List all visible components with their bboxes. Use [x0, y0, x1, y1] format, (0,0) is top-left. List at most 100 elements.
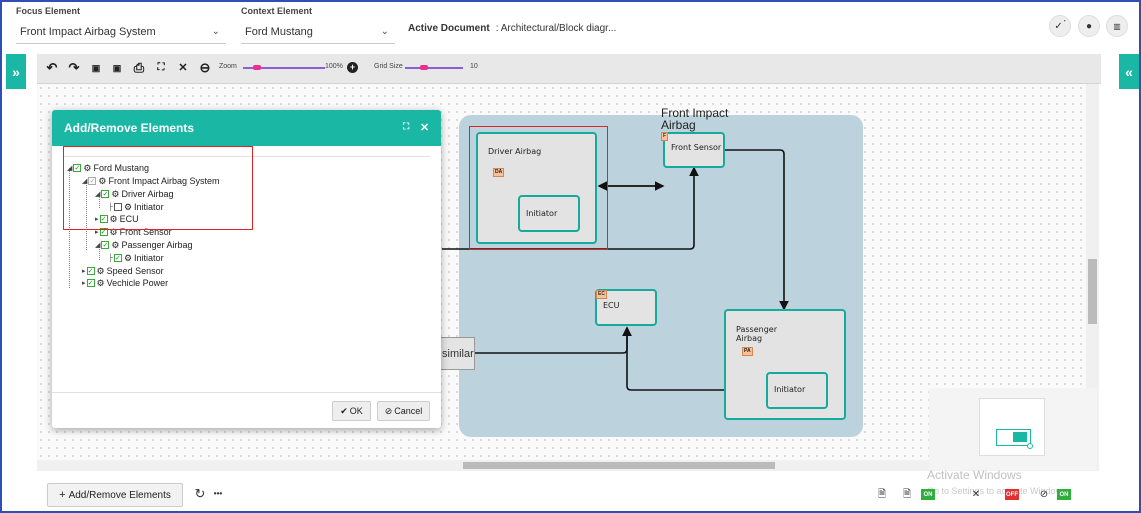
- cancel-label: Cancel: [394, 406, 423, 416]
- expand-right-panel-button[interactable]: «: [1119, 54, 1139, 89]
- refresh-icon[interactable]: ↻: [194, 486, 206, 501]
- bottom-bar: [4, 472, 1139, 511]
- vertical-scrollbar[interactable]: [1086, 84, 1099, 471]
- redo-icon[interactable]: ↷: [68, 60, 80, 75]
- tree-item-label: Driver Airbag: [121, 189, 174, 199]
- passenger-initiator-block[interactable]: Initiator: [766, 372, 828, 409]
- feedback-icon-button[interactable]: ✓ ́: [1049, 15, 1071, 37]
- focus-element-label: Focus Element: [16, 6, 81, 16]
- component-icon: ⚙: [109, 213, 118, 224]
- component-icon: ⚙: [123, 252, 133, 263]
- undo-icon[interactable]: ↶: [46, 60, 58, 75]
- expand-arrow-icon[interactable]: ▸: [82, 268, 86, 275]
- toggle-off[interactable]: OFF: [1005, 489, 1019, 500]
- ok-button[interactable]: ✔OK: [332, 401, 371, 421]
- close-icon[interactable]: ✕: [420, 122, 430, 134]
- check-icon: ✔: [340, 405, 348, 416]
- grid-size-slider[interactable]: [405, 67, 463, 69]
- expand-arrow-icon[interactable]: ▸: [82, 280, 86, 287]
- expand-left-panel-button[interactable]: »: [6, 54, 26, 89]
- checkbox-unchecked[interactable]: [113, 203, 122, 211]
- tree-item-passenger-airbag[interactable]: ◢✓⚙Passenger Airbag: [95, 239, 193, 251]
- tree-item-vehicle-power[interactable]: ▸✓⚙Vechicle Power: [82, 277, 168, 289]
- tree-item-ford-mustang[interactable]: ◢✓⚙Ford Mustang: [67, 162, 149, 174]
- active-document: Active Document: Architectural/Block dia…: [408, 23, 616, 34]
- more-options-button[interactable]: •••: [211, 487, 225, 501]
- component-icon: ⚙: [96, 265, 105, 276]
- minimap-resize-handle[interactable]: [1027, 443, 1033, 449]
- toggle-on[interactable]: ON: [921, 489, 935, 500]
- tree-item-driver-airbag[interactable]: ◢✓⚙Driver Airbag: [95, 188, 174, 200]
- front-sensor-block[interactable]: Front Sensor: [663, 132, 725, 168]
- driver-airbag-highlight: [469, 126, 608, 250]
- dialog-title: Add/Remove Elements: [64, 121, 195, 135]
- print-icon[interactable]: ⎙: [133, 60, 145, 75]
- checkbox-checked[interactable]: ✓: [86, 267, 95, 275]
- tree-item-label: Front Impact Airbag System: [108, 176, 220, 186]
- component-icon: ⚙: [83, 162, 92, 173]
- checkbox-checked[interactable]: ✓: [86, 279, 95, 287]
- component-icon: ⚙: [123, 201, 133, 212]
- document-icon[interactable]: 🗎: [877, 489, 887, 500]
- horizontal-scroll-thumb[interactable]: [463, 462, 775, 469]
- checkbox-checked[interactable]: ✓: [101, 241, 110, 249]
- export-svg-icon[interactable]: ▣: [112, 63, 122, 73]
- tree-item-front-impact-airbag-system[interactable]: ◢✓⚙Front Impact Airbag System: [82, 175, 220, 187]
- tree-item-ecu[interactable]: ▸✓⚙ECU: [95, 213, 139, 225]
- horizontal-scrollbar[interactable]: [37, 460, 1086, 471]
- zoom-value: 100%: [325, 63, 343, 70]
- passenger-airbag-line1: Passenger: [736, 325, 777, 334]
- context-element-select[interactable]: Ford Mustang ⌄: [241, 20, 395, 44]
- add-remove-elements-dialog: Add/Remove Elements ⛶ ✕ ◢✓⚙Ford Mustang …: [52, 110, 441, 428]
- zoom-slider-handle[interactable]: [253, 65, 261, 70]
- driver-airbag-tag: DA: [493, 168, 505, 177]
- collapse-icon[interactable]: ✕: [178, 62, 188, 74]
- crossed-arrows-icon[interactable]: ✕: [971, 489, 981, 500]
- more-label: •••: [213, 489, 223, 498]
- grid-size-slider-handle[interactable]: [420, 65, 428, 70]
- component-icon: ⚙: [111, 239, 120, 250]
- tree-guide: [99, 246, 100, 260]
- checkbox-checked[interactable]: ✓: [101, 190, 110, 198]
- focus-element-select[interactable]: Front Impact Airbag System ⌄: [16, 20, 226, 44]
- tree-item-driver-initiator[interactable]: ├⚙Initiator: [108, 201, 164, 213]
- expand-arrow-icon[interactable]: ◢: [82, 178, 88, 185]
- expand-arrow-icon[interactable]: ▸: [95, 216, 99, 223]
- vertical-scroll-thumb[interactable]: [1088, 259, 1097, 324]
- fit-screen-icon[interactable]: ⛶: [157, 62, 165, 73]
- maximize-icon[interactable]: ⛶: [403, 121, 410, 131]
- tree-item-speed-sensor[interactable]: ▸✓⚙Speed Sensor: [82, 265, 164, 277]
- driver-initiator-block[interactable]: Initiator: [518, 195, 580, 232]
- toggle-on[interactable]: ON: [1057, 489, 1071, 500]
- group-title-line2: Airbag: [661, 118, 696, 132]
- expand-arrow-icon[interactable]: ▸: [95, 229, 99, 236]
- tree-guide: [69, 168, 70, 288]
- cancel-button[interactable]: ⊘Cancel: [377, 401, 430, 421]
- zoom-in-icon[interactable]: +: [347, 62, 358, 73]
- tree-item-label: Speed Sensor: [106, 266, 164, 276]
- checkbox-checked[interactable]: ✓: [99, 228, 108, 236]
- tree-item-passenger-initiator[interactable]: ├✓⚙Initiator: [108, 252, 164, 264]
- checkbox-checked[interactable]: ✓: [73, 164, 82, 172]
- diagram-toolbar: ↶ ↷ ▣ ▣ ⎙ ⛶ ✕ ⊖ Zoom 100% + Grid Size 10: [37, 54, 1101, 84]
- minimap[interactable]: [929, 388, 1097, 470]
- expand-arrow-icon[interactable]: ◢: [95, 191, 101, 198]
- no-link-icon[interactable]: ⊘: [1039, 489, 1049, 500]
- zoom-out-icon[interactable]: ⊖: [199, 60, 211, 75]
- similar-label: similar: [442, 347, 474, 360]
- tree-item-front-sensor[interactable]: ▸✓⚙Front Sensor: [95, 226, 172, 238]
- checkbox-checked[interactable]: ✓: [99, 215, 108, 223]
- export-png-icon[interactable]: ▣: [91, 63, 101, 73]
- checkbox-checked[interactable]: ✓: [113, 254, 122, 262]
- chart-icon-button[interactable]: ▥: [1106, 15, 1128, 37]
- dialog-header: Add/Remove Elements ⛶ ✕: [52, 110, 441, 146]
- similar-block[interactable]: similar: [437, 337, 475, 370]
- checkbox-partial[interactable]: ✓: [88, 177, 97, 185]
- document-check-icon[interactable]: 🗎: [902, 489, 912, 500]
- expand-arrow-icon[interactable]: ◢: [95, 242, 101, 249]
- expand-arrow-icon[interactable]: ◢: [67, 165, 73, 172]
- drop-icon-button[interactable]: ●: [1078, 15, 1100, 37]
- zoom-slider[interactable]: [243, 67, 325, 69]
- add-remove-elements-button[interactable]: +Add/Remove Elements: [47, 483, 183, 507]
